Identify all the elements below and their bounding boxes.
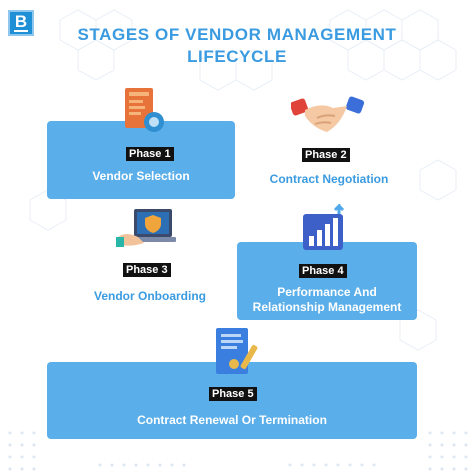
phase-4-label-line-1: Performance And xyxy=(277,285,377,299)
phase-5-label: Contract Renewal Or Termination xyxy=(137,413,327,427)
phase-1-badge: Phase 1 xyxy=(126,147,174,161)
phase-4-card xyxy=(237,242,417,320)
page-title: STAGES OF VENDOR MANAGEMENT LIFECYCLE xyxy=(40,24,434,68)
phase-3-label: Vendor Onboarding xyxy=(93,289,206,303)
document-gear-icon xyxy=(125,88,164,132)
dot-pattern xyxy=(8,431,468,471)
laptop-shield-icon xyxy=(116,209,176,247)
phase-5-badge: Phase 5 xyxy=(209,387,257,401)
logo-letter: B xyxy=(14,12,28,31)
handshake-icon xyxy=(291,96,365,132)
phase-4-badge: Phase 4 xyxy=(299,264,347,278)
phase-4-label-line-2: Relationship Management xyxy=(252,300,402,314)
growth-chart-icon xyxy=(303,204,345,250)
phase-2-badge: Phase 2 xyxy=(302,148,350,162)
phase-2-label: Contract Negotiation xyxy=(269,172,389,186)
phase-1-label: Vendor Selection xyxy=(92,169,190,183)
phase-3-badge: Phase 3 xyxy=(123,263,171,277)
contract-pen-icon xyxy=(216,328,258,374)
brand-logo: B xyxy=(8,10,34,36)
title-line-2: LIFECYCLE xyxy=(187,47,287,66)
phase-4-label: Performance And Relationship Management xyxy=(237,285,417,315)
title-line-1: STAGES OF VENDOR MANAGEMENT xyxy=(77,25,397,44)
logo-underline xyxy=(14,30,28,32)
